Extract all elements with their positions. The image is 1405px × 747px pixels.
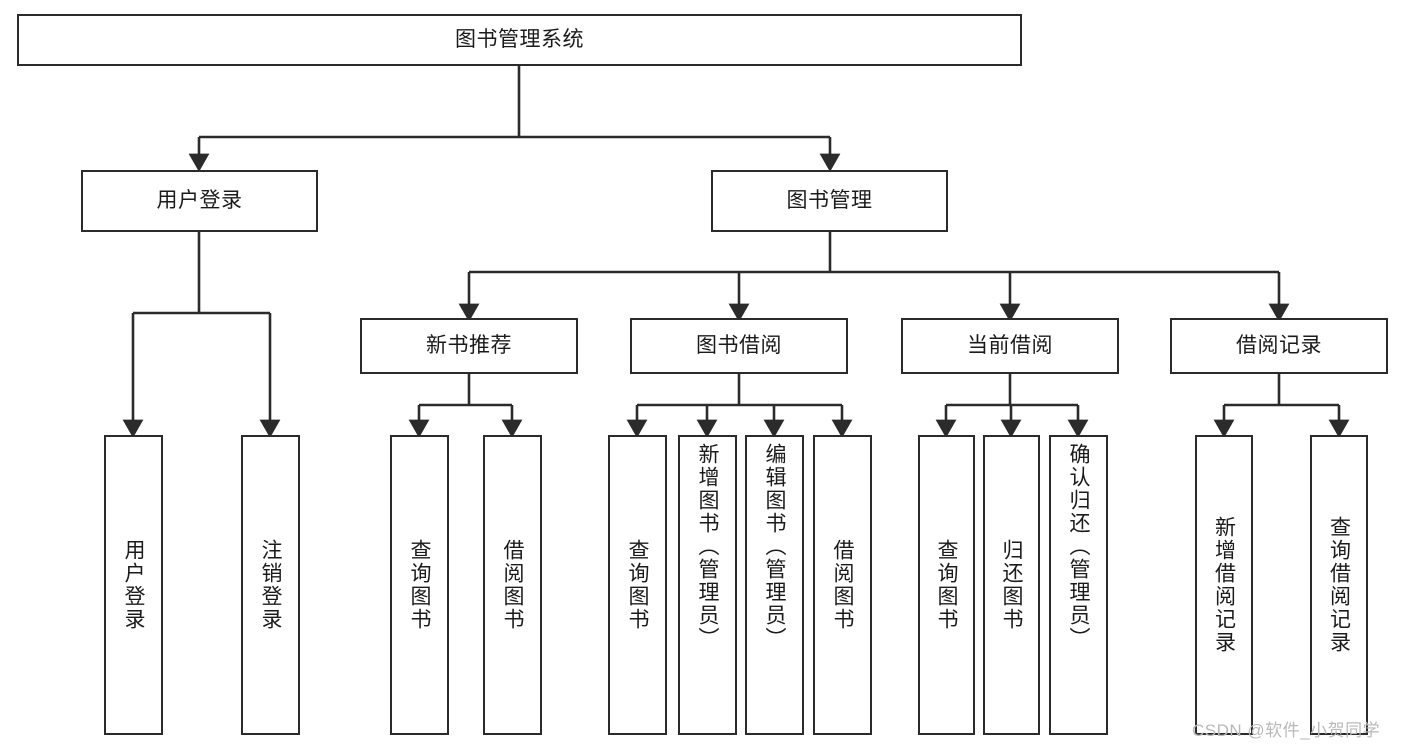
node-leaf-borrow-book-2[interactable]: 借阅图书 bbox=[813, 435, 872, 735]
node-leaf-add-record[interactable]: 新增借阅记录 bbox=[1195, 435, 1253, 735]
node-leaf-logout-login[interactable]: 注销登录 bbox=[241, 435, 300, 735]
node-leaf-user-login[interactable]: 用户登录 bbox=[104, 435, 163, 735]
node-leaf-query-book-3-label: 查询图书 bbox=[935, 539, 958, 631]
node-leaf-edit-book[interactable]: 编辑图书（管理员） bbox=[745, 435, 804, 735]
node-leaf-user-login-label: 用户登录 bbox=[122, 539, 145, 631]
node-new-book-recommend[interactable]: 新书推荐 bbox=[360, 318, 578, 374]
node-borrow-record-label: 借阅记录 bbox=[1236, 333, 1322, 357]
node-leaf-add-record-label: 新增借阅记录 bbox=[1212, 516, 1236, 654]
node-leaf-borrow-book-1[interactable]: 借阅图书 bbox=[483, 435, 542, 735]
node-book-manage-label: 图书管理 bbox=[786, 188, 873, 212]
node-root-label: 图书管理系统 bbox=[455, 27, 584, 51]
node-book-borrow[interactable]: 图书借阅 bbox=[630, 318, 848, 374]
node-leaf-query-book-1-label: 查询图书 bbox=[408, 539, 431, 631]
node-leaf-return-book[interactable]: 归还图书 bbox=[983, 435, 1040, 735]
csdn-watermark: CSDN @软件_小贺同学 bbox=[1192, 721, 1381, 740]
node-user-login-label: 用户登录 bbox=[156, 188, 243, 212]
node-leaf-query-book-1[interactable]: 查询图书 bbox=[390, 435, 449, 735]
node-leaf-logout-login-label: 注销登录 bbox=[259, 539, 282, 631]
node-leaf-add-book-label: 新增图书（管理员） bbox=[696, 443, 719, 650]
node-leaf-query-record[interactable]: 查询借阅记录 bbox=[1310, 435, 1368, 735]
node-leaf-borrow-book-2-label: 借阅图书 bbox=[831, 539, 854, 631]
node-book-borrow-label: 图书借阅 bbox=[696, 333, 782, 357]
node-leaf-query-book-2-label: 查询图书 bbox=[626, 539, 649, 631]
node-root[interactable]: 图书管理系统 bbox=[17, 14, 1022, 66]
node-leaf-confirm-return-label: 确认归还（管理员） bbox=[1067, 443, 1090, 650]
node-leaf-add-book[interactable]: 新增图书（管理员） bbox=[678, 435, 737, 735]
node-user-login[interactable]: 用户登录 bbox=[81, 170, 318, 232]
node-leaf-query-record-label: 查询借阅记录 bbox=[1327, 516, 1351, 654]
node-leaf-query-book-3[interactable]: 查询图书 bbox=[918, 435, 975, 735]
node-leaf-edit-book-label: 编辑图书（管理员） bbox=[763, 443, 786, 650]
node-leaf-return-book-label: 归还图书 bbox=[1000, 539, 1023, 631]
node-borrow-record[interactable]: 借阅记录 bbox=[1170, 318, 1388, 374]
node-leaf-borrow-book-1-label: 借阅图书 bbox=[501, 539, 524, 631]
node-current-borrow[interactable]: 当前借阅 bbox=[901, 318, 1119, 374]
node-current-borrow-label: 当前借阅 bbox=[967, 333, 1053, 357]
node-leaf-query-book-2[interactable]: 查询图书 bbox=[608, 435, 667, 735]
node-leaf-confirm-return[interactable]: 确认归还（管理员） bbox=[1049, 435, 1108, 735]
node-new-book-recommend-label: 新书推荐 bbox=[426, 333, 512, 357]
node-book-manage[interactable]: 图书管理 bbox=[711, 170, 948, 232]
